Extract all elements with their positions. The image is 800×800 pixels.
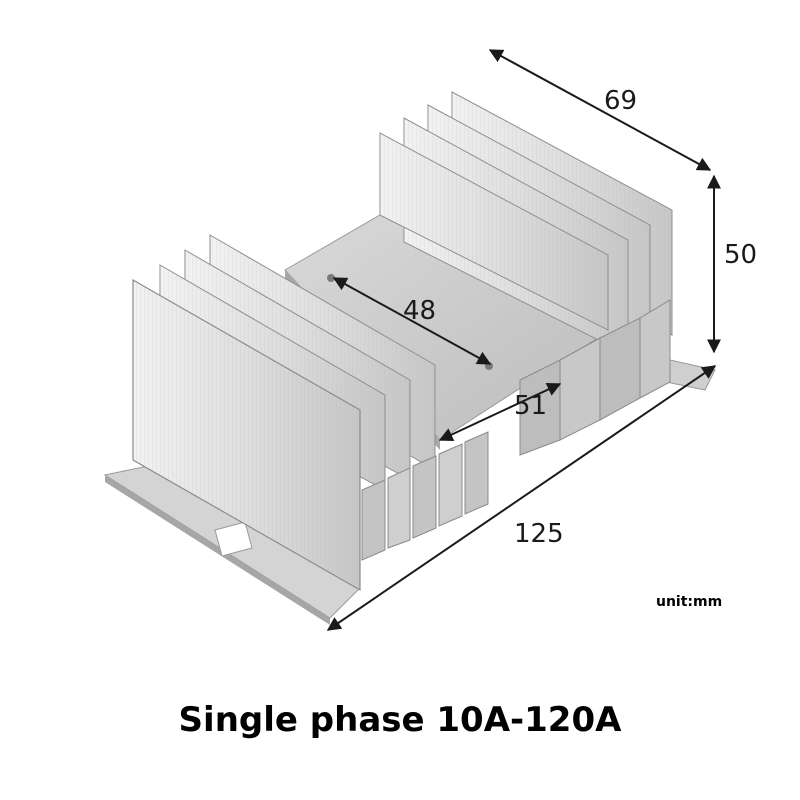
dimension-lines [326,49,721,631]
dimension-label-length: 125 [514,519,564,549]
dimension-label-depth: 69 [604,86,638,116]
dim-line-depth [488,49,712,171]
unit-label: unit:mm [656,594,723,610]
mounting-hole-left [327,274,335,282]
dim-line-length [326,365,717,631]
dimension-label-base-width: 51 [514,391,548,421]
dimension-label-height: 50 [724,240,758,270]
product-caption: Single phase 10A-120A [178,700,622,740]
dimension-label-hole-spacing: 48 [403,296,437,326]
dim-line-hole-spacing [332,277,492,365]
